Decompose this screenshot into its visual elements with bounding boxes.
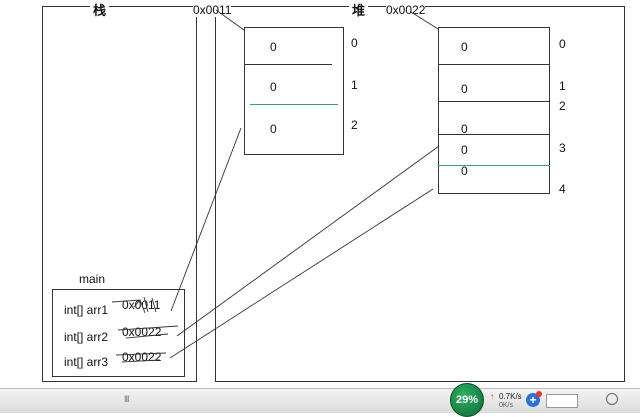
array1-cell: 0 (270, 40, 277, 54)
var-arr3-value: 0x0022 (122, 350, 162, 364)
array2-cell: 0 (461, 164, 468, 178)
search-icon[interactable] (606, 393, 618, 405)
heap-title: 堆 (349, 0, 369, 19)
array2-divider (438, 134, 550, 135)
tray-input[interactable] (546, 394, 578, 408)
array2-index: 0 (559, 37, 566, 51)
array1-divider (244, 64, 332, 65)
array1-cell: 0 (270, 122, 277, 136)
var-arr2-name: int[] arr2 (64, 330, 109, 344)
main-frame-label: main (79, 272, 106, 286)
array2-index: 3 (559, 141, 566, 155)
net-up-speed: 0.7K/s (499, 392, 522, 401)
array1-box (244, 27, 344, 155)
array2-cell: 0 (461, 82, 468, 96)
var-arr3-name: int[] arr3 (64, 355, 109, 369)
array2-cell: 0 (461, 143, 468, 157)
array2-index: 4 (559, 182, 566, 196)
net-down-speed: 0K/s (499, 402, 514, 409)
var-arr1-value: 0x0011 (122, 298, 161, 312)
array1-index: 0 (351, 36, 358, 50)
var-arr2-value: 0x0022 (122, 325, 162, 339)
array1-index: 1 (351, 78, 358, 92)
upload-arrow-icon: ↑ (490, 392, 494, 401)
array2-cell: 0 (461, 40, 468, 54)
stack-title: 栈 (90, 0, 110, 19)
array1-cell: 0 (270, 80, 277, 94)
array2-divider (438, 64, 550, 65)
array1-address: 0x0011 (193, 3, 232, 17)
array1-divider (250, 104, 338, 105)
scroll-grip[interactable]: III (124, 394, 129, 404)
array2-box (438, 27, 550, 194)
array2-address: 0x0022 (386, 3, 426, 17)
array2-index: 2 (559, 99, 566, 113)
array2-divider (438, 165, 550, 166)
notification-dot-icon (536, 391, 542, 397)
taskbar: III 29% ↑ 0.7K/s 0K/s + (0, 383, 640, 417)
var-arr1-name: int[] arr1 (64, 303, 109, 317)
array2-index: 1 (559, 79, 566, 93)
array2-divider (438, 101, 550, 102)
array1-index: 2 (351, 118, 358, 132)
array2-cell: 0 (461, 122, 468, 136)
